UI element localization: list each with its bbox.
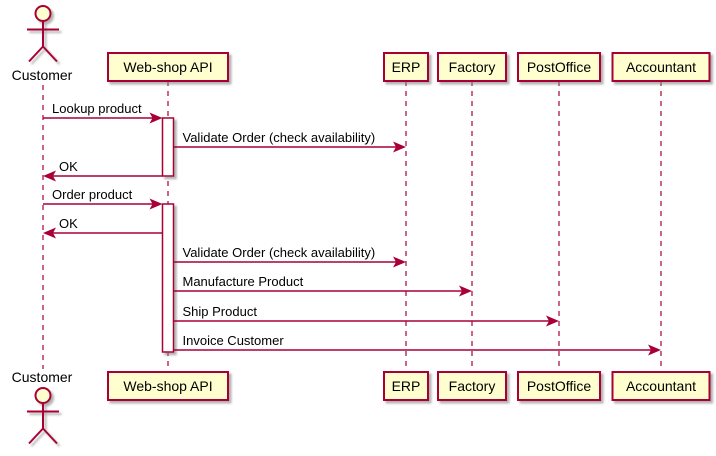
participant-label: ERP xyxy=(392,378,421,394)
participant-label: PostOffice xyxy=(527,59,592,75)
message-arrowhead xyxy=(459,285,472,297)
message-label: Validate Order (check availability) xyxy=(183,130,376,145)
message-arrowhead xyxy=(149,112,163,124)
message-label: OK xyxy=(59,216,78,231)
activation-bar xyxy=(161,117,175,177)
participant-box xyxy=(383,52,429,82)
actor-leg-left xyxy=(28,45,44,63)
participant-box xyxy=(437,52,507,82)
message-arrowhead xyxy=(43,170,56,182)
message-arrowhead xyxy=(393,141,406,153)
message-label: Lookup product xyxy=(52,101,142,116)
participant-label: Factory xyxy=(449,378,496,394)
participant-box xyxy=(107,371,229,401)
participant-box xyxy=(107,52,229,82)
message-arrowhead xyxy=(43,227,56,239)
message-arrowhead xyxy=(393,256,406,268)
actor-leg-right xyxy=(42,45,58,63)
participant-label: ERP xyxy=(392,59,421,75)
participant-box xyxy=(383,371,429,401)
participant-label: Accountant xyxy=(626,378,696,394)
participant-box xyxy=(437,371,507,401)
actor-head xyxy=(34,5,52,22)
participant-label: Factory xyxy=(449,59,496,75)
participant-box xyxy=(611,52,711,82)
actor-figure xyxy=(27,387,59,445)
message-arrowhead xyxy=(149,198,163,210)
participant-box xyxy=(517,371,601,401)
participant-box xyxy=(611,371,711,401)
message-label: Invoice Customer xyxy=(183,333,285,348)
participant-label: Accountant xyxy=(626,59,696,75)
actor-leg-right xyxy=(42,427,58,445)
actor-label: Customer xyxy=(12,369,73,385)
participant-label: Web-shop API xyxy=(123,378,212,394)
participant-box xyxy=(517,52,601,82)
message-label: OK xyxy=(59,159,78,174)
message-label: Order product xyxy=(52,187,133,202)
activation-bar xyxy=(161,203,175,353)
message-label: Validate Order (check availability) xyxy=(183,245,376,260)
message-label: Manufacture Product xyxy=(183,274,304,289)
actor-leg-left xyxy=(28,427,44,445)
participant-label: PostOffice xyxy=(527,378,592,394)
message-label: Ship Product xyxy=(183,304,258,319)
actor-head xyxy=(34,387,52,404)
message-arrowhead xyxy=(546,315,559,327)
message-arrowhead xyxy=(648,344,661,356)
actor-label: Customer xyxy=(12,67,73,83)
actor-figure xyxy=(27,5,59,63)
participant-label: Web-shop API xyxy=(123,59,212,75)
